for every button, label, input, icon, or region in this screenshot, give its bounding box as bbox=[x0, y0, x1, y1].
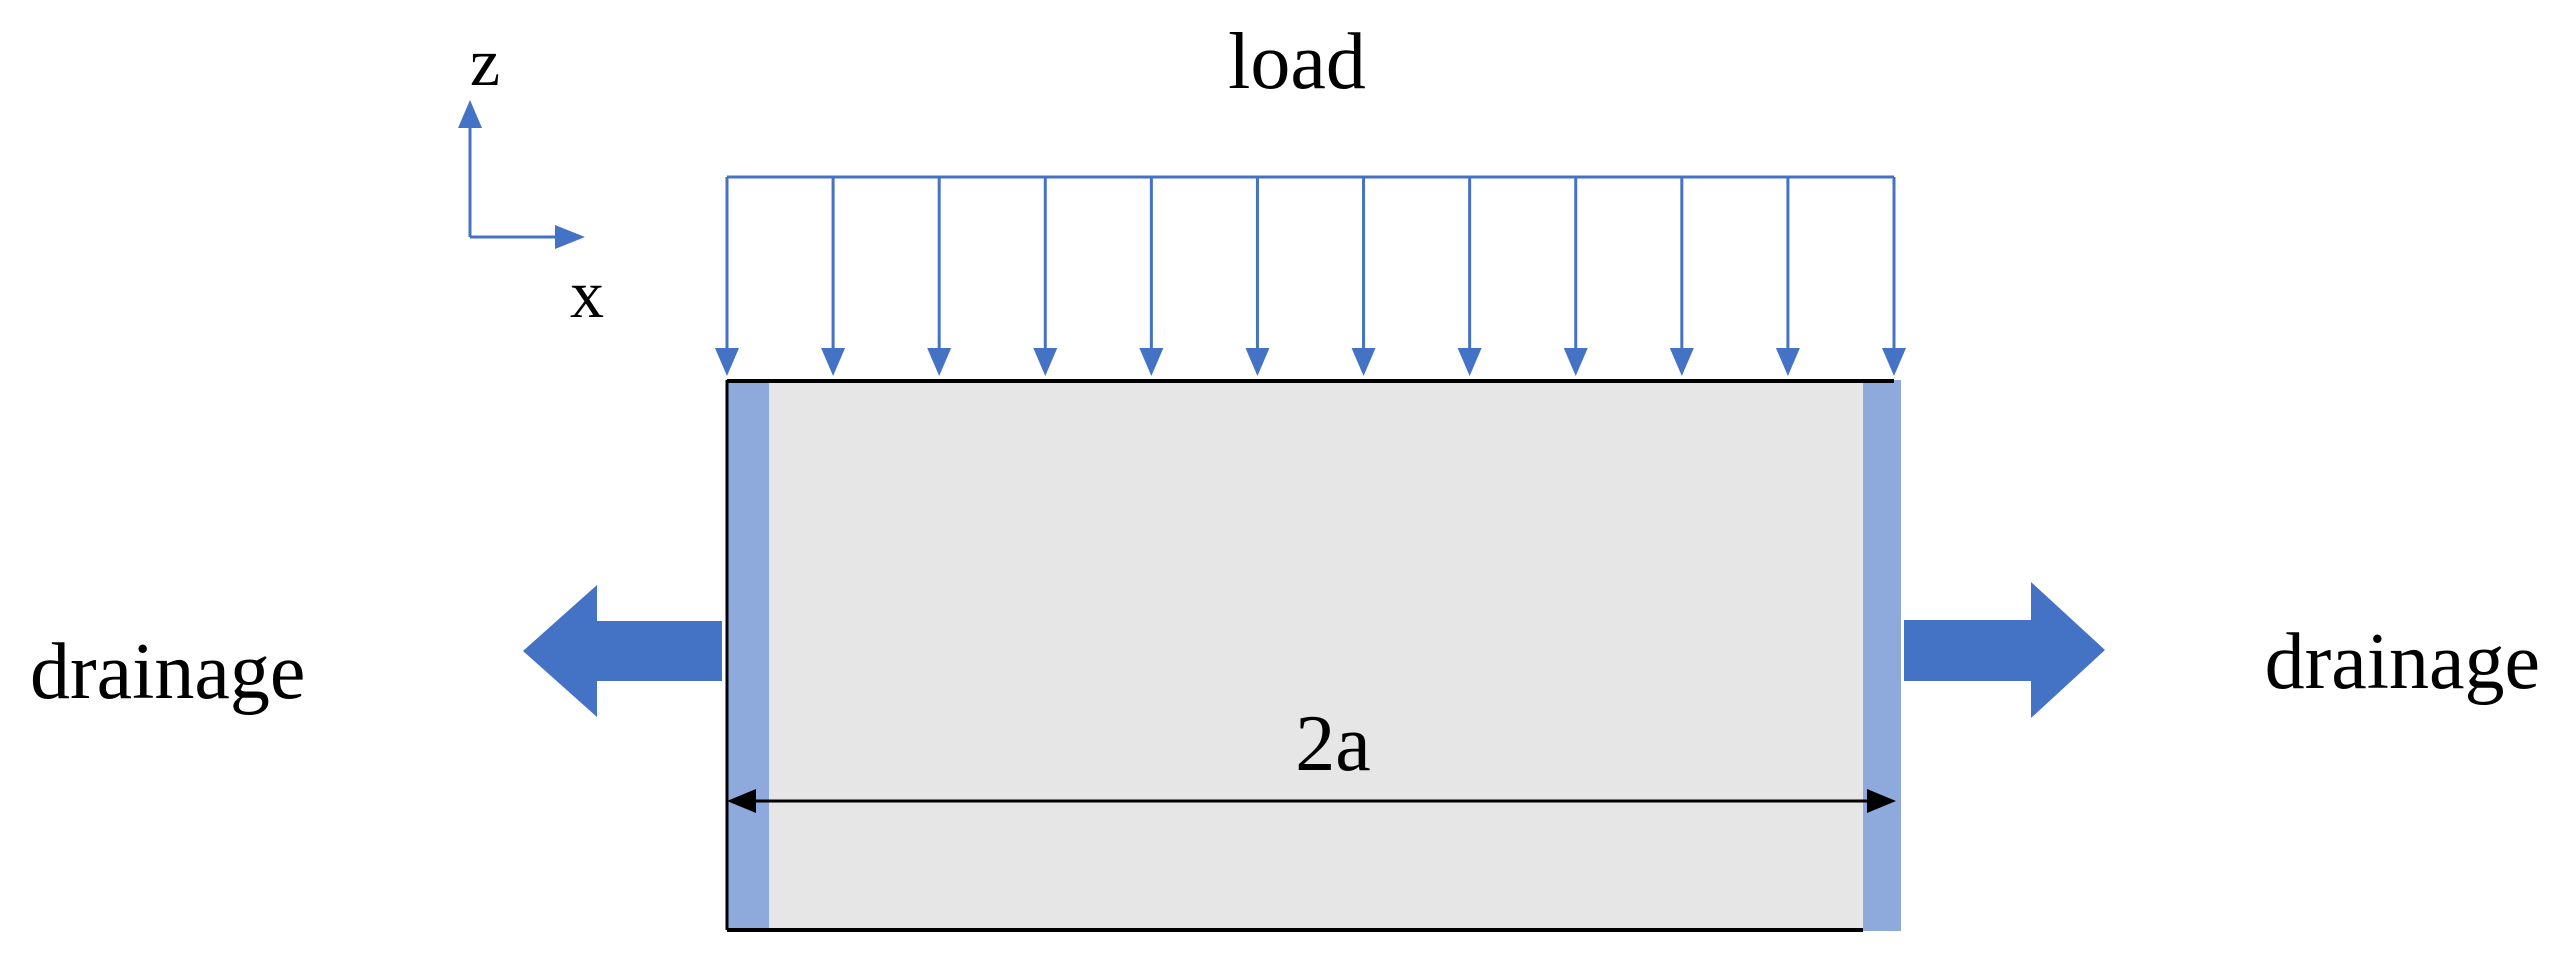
axes-indicator: z x bbox=[458, 24, 604, 332]
load-arrow-head bbox=[1563, 348, 1588, 376]
distributed-load bbox=[715, 175, 1906, 376]
load-arrow-head bbox=[927, 348, 952, 376]
specimen-body bbox=[727, 380, 1894, 931]
load-arrow-head bbox=[1139, 348, 1164, 376]
width-label: 2a bbox=[1295, 700, 1371, 788]
drainage-left-label: drainage bbox=[30, 628, 305, 716]
drainage-left: drainage bbox=[30, 585, 722, 717]
load-arrow-head bbox=[1245, 348, 1270, 376]
dimension-left-arrowhead bbox=[727, 789, 756, 813]
load-label: load bbox=[1228, 18, 1366, 106]
dimension-right-arrowhead bbox=[1867, 789, 1896, 813]
load-arrow-head bbox=[1351, 348, 1376, 376]
x-axis-label: x bbox=[570, 256, 604, 332]
load-arrow-head bbox=[821, 348, 846, 376]
load-arrow-head bbox=[1775, 348, 1800, 376]
right-drainage-arrow-shape bbox=[1904, 582, 2105, 718]
left-drainage-arrow-shape bbox=[523, 585, 722, 717]
load-arrow-head bbox=[715, 348, 739, 376]
load-arrow-head bbox=[1033, 348, 1058, 376]
left-drain-strip bbox=[727, 380, 769, 931]
load-arrow-head bbox=[1882, 348, 1906, 376]
x-axis-arrowhead bbox=[555, 225, 585, 249]
drainage-right: drainage bbox=[1904, 582, 2540, 718]
z-axis-arrowhead bbox=[458, 100, 482, 128]
z-axis-label: z bbox=[470, 24, 500, 100]
width-dimension: 2a bbox=[727, 700, 1896, 813]
load-arrow-head bbox=[1457, 348, 1482, 376]
right-drain-strip bbox=[1863, 380, 1901, 931]
specimen bbox=[725, 379, 1901, 932]
drainage-right-label: drainage bbox=[2265, 618, 2540, 706]
load-arrow-head bbox=[1669, 348, 1694, 376]
